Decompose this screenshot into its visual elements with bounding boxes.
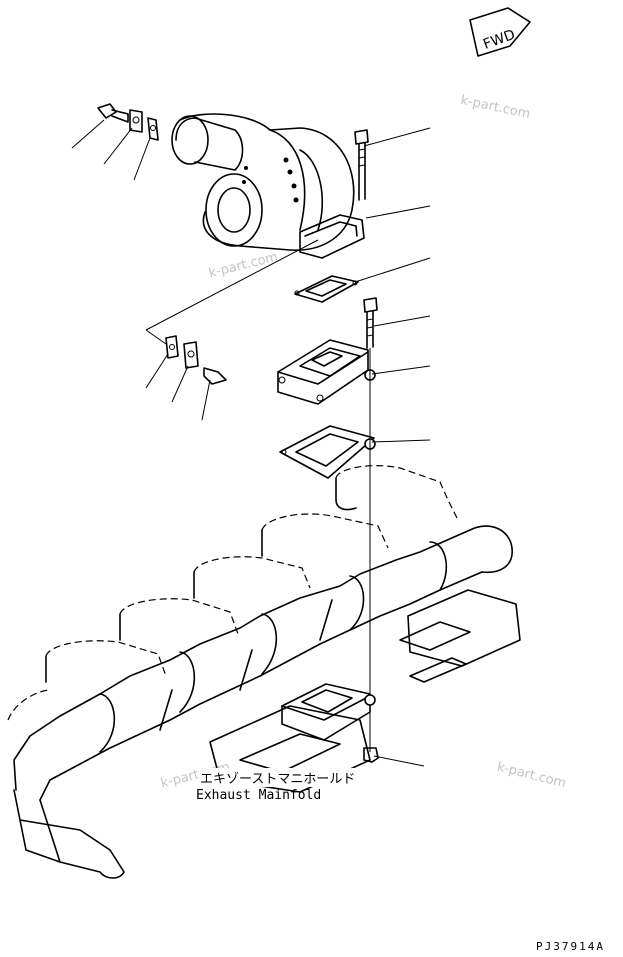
caption-japanese: エキゾーストマニホールド (198, 768, 358, 787)
gasket-lower (279, 425, 376, 479)
bottom-nut (363, 747, 379, 763)
gasket-upper (294, 275, 359, 303)
turbocharger-illustration (171, 113, 365, 259)
fwd-arrow-icon: FWD (469, 7, 531, 57)
top-bolt (354, 129, 369, 201)
adapter-flange (277, 339, 376, 405)
lower-left-hardware (165, 335, 227, 385)
leader-lines (71, 119, 431, 767)
lower-flange (281, 683, 376, 741)
middle-bolt (363, 297, 378, 349)
exhaust-manifold (7, 465, 521, 879)
caption-english: Exhaust Mainfold (196, 788, 322, 803)
upper-left-hardware (97, 103, 159, 141)
drawing-number: PJ37914A (536, 940, 605, 953)
